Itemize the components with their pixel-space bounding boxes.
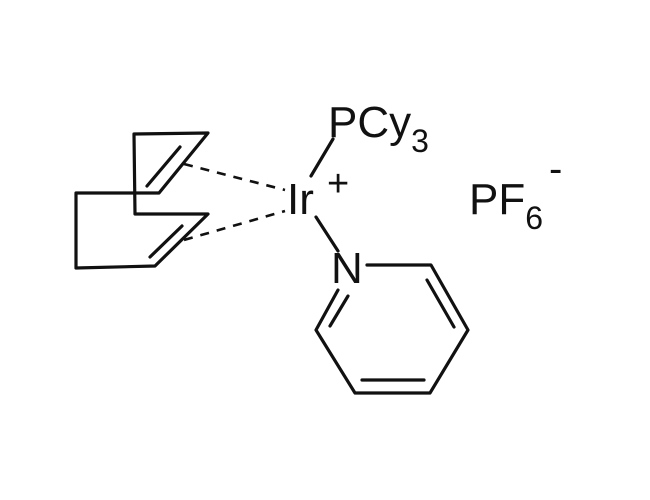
cod-ir-dashed-bond-1 [183,162,286,192]
pf6-label: PF6 [469,175,543,236]
ir-n-bond [314,215,340,253]
nitrogen-label: N [331,244,363,293]
iridium-label: Ir [287,175,314,224]
pf6-subscript: 6 [525,200,543,236]
ir-p-bond [309,137,335,178]
pyridine-ring [314,263,470,395]
pf6-charge: - [549,147,562,191]
cod-double-bond-upper [145,145,182,188]
pcy3-label: PCy3 [328,98,429,159]
pcy3-main: PCy [328,98,411,147]
iridium-charge: + [327,163,349,205]
pyridine-double-bond-3 [328,294,350,328]
cod-ir-dashed-bond-2 [183,209,286,242]
cod-double-bond-lower [148,224,184,259]
pcy3-subscript: 3 [411,123,429,159]
pyridine-ring-bonds [314,263,470,395]
pf6-main: PF [469,175,525,224]
cod-ring-bonds [74,131,210,270]
cod-ligand [74,131,210,270]
pyridine-double-bond-1 [425,278,456,329]
